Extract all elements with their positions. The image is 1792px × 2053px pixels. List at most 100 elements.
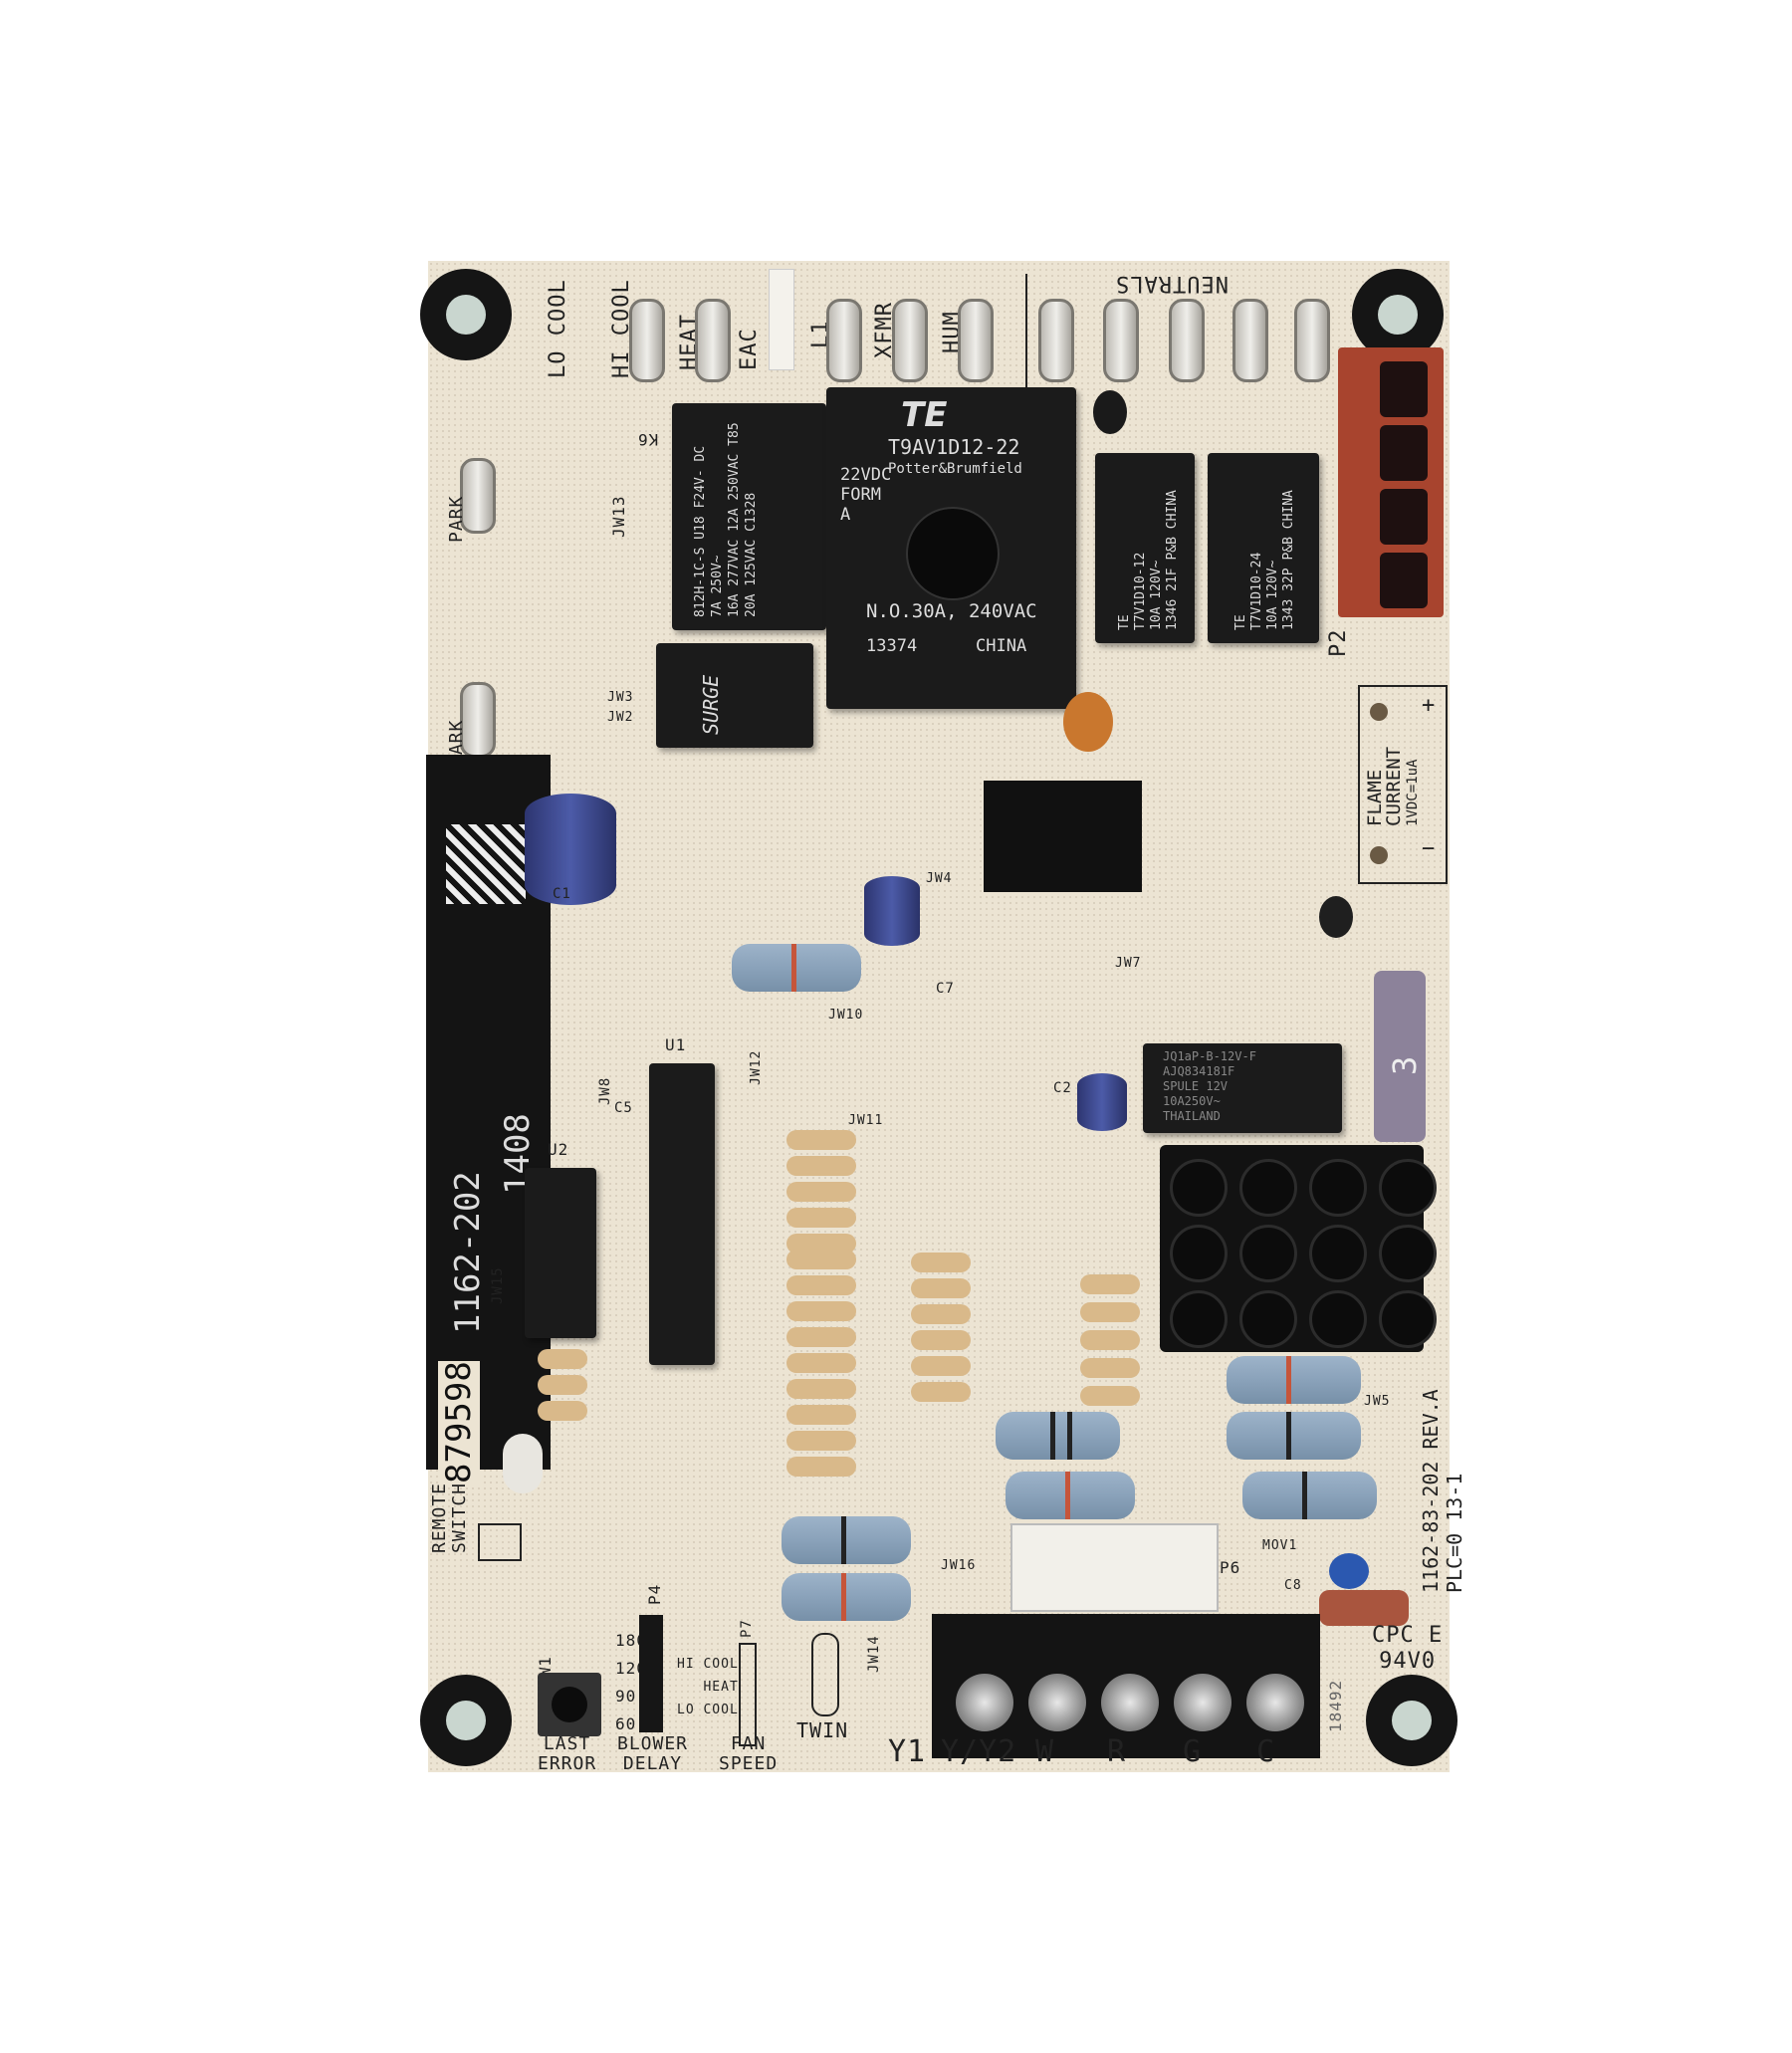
relay-form: FORM A xyxy=(840,485,881,525)
power-resistor xyxy=(782,1516,911,1564)
fan-speed-header[interactable] xyxy=(739,1643,757,1746)
ic-u1 xyxy=(649,1063,715,1365)
jumper-jw12: JW12 xyxy=(749,1049,764,1085)
power-resistor xyxy=(1006,1472,1135,1519)
fan-speed-option: HEAT xyxy=(703,1680,739,1695)
relay-marking: SPULE 12V xyxy=(1163,1079,1229,1093)
test-point-minus[interactable] xyxy=(1370,846,1388,864)
label-line: FAN xyxy=(730,1733,767,1754)
k6-label: K6 xyxy=(637,430,659,449)
terminal-label-eac: EAC xyxy=(737,328,762,370)
neutral-terminal[interactable] xyxy=(1232,299,1268,382)
mounting-hole-bottom-left xyxy=(420,1675,512,1766)
jumper-jw5: JW5 xyxy=(1364,1394,1391,1409)
relay-model: T9AV1D12-22 xyxy=(888,435,1020,459)
park-terminal[interactable] xyxy=(460,458,496,534)
resistor-array-2 xyxy=(765,1250,878,1483)
spade-terminal[interactable] xyxy=(695,299,731,382)
jumper-jw4: JW4 xyxy=(926,871,953,886)
te-logo: TE xyxy=(901,395,948,435)
fan-speed-option: LO COOL xyxy=(677,1703,739,1717)
relay-marking: 7A 250V~ xyxy=(710,555,725,617)
jumper-jw10: JW10 xyxy=(828,1008,864,1023)
connector-p2[interactable] xyxy=(1338,347,1444,617)
heatsink-chip xyxy=(984,781,1142,892)
surge-logo: SURGE xyxy=(699,674,723,735)
resistor-array-3 xyxy=(889,1253,993,1408)
label-line: SPEED xyxy=(719,1753,779,1774)
spade-terminal[interactable] xyxy=(892,299,928,382)
label-line: LAST xyxy=(543,1733,591,1754)
test-point-plus[interactable] xyxy=(1370,703,1388,721)
blower-delay-jumper[interactable] xyxy=(639,1615,663,1732)
p4-label: P4 xyxy=(645,1583,664,1605)
fan-speed-option: HI COOL xyxy=(677,1657,739,1672)
relay-coil: 22VDC xyxy=(840,465,892,485)
transistor xyxy=(1319,896,1353,938)
mounting-hole-top-left xyxy=(420,269,512,360)
u2-label: U2 xyxy=(548,1140,569,1159)
plus-label: + xyxy=(1422,693,1437,718)
part-number: 1162-202 xyxy=(448,1171,488,1334)
p2-label: P2 xyxy=(1326,628,1351,658)
capacitor-ceramic-blue xyxy=(1329,1553,1369,1589)
relay-marking: 20A 125VAC C1328 xyxy=(744,492,759,617)
terminal-screw-g[interactable] xyxy=(1174,1674,1232,1731)
spade-terminal[interactable] xyxy=(629,299,665,382)
relay-origin: CHINA xyxy=(976,636,1027,656)
terminal-screw-y[interactable] xyxy=(956,1674,1013,1731)
relay-brand: TE xyxy=(1233,614,1248,630)
neutrals-label: NEUTRALS xyxy=(1115,271,1229,296)
terminal-screw-c[interactable] xyxy=(1246,1674,1304,1731)
label-line: ERROR xyxy=(538,1753,597,1774)
fuse-rating: 3 xyxy=(1386,1055,1424,1075)
p6-label: P6 xyxy=(1220,1558,1241,1577)
power-resistor xyxy=(782,1573,911,1621)
relay-marking: 16A 277VAC 12A 250VAC T85 xyxy=(727,422,742,617)
mounting-hole-bottom-right xyxy=(1366,1675,1457,1766)
relay-marking: T7V1D10-24 xyxy=(1249,552,1264,630)
relay-marking: 10A 120V~ xyxy=(1149,560,1164,630)
neutral-terminal[interactable] xyxy=(1294,299,1330,382)
jumper-jw11: JW11 xyxy=(848,1113,884,1128)
c1-label: C1 xyxy=(553,886,571,902)
power-resistor xyxy=(1242,1472,1377,1519)
connector-p6[interactable] xyxy=(1010,1523,1219,1612)
mounting-hole-top-right xyxy=(1352,269,1444,360)
jumper-jw15: JW15 xyxy=(490,1266,506,1304)
relay-k6: 812H-1C-S U18 F24V- DC 7A 250V~ 16A 277V… xyxy=(672,403,826,630)
resistor-array-1 xyxy=(765,1130,878,1259)
blower-delay-label: BLOWER DELAY xyxy=(617,1734,688,1774)
neutral-terminal[interactable] xyxy=(1103,299,1139,382)
cert-block: CPC E 94V0 xyxy=(1372,1623,1443,1675)
terminal-screw-w[interactable] xyxy=(1028,1674,1086,1731)
neutral-terminal[interactable] xyxy=(1169,299,1205,382)
remote-switch-header[interactable] xyxy=(478,1523,522,1561)
spade-terminal[interactable] xyxy=(826,299,862,382)
neutral-terminal[interactable] xyxy=(1038,299,1074,382)
label-line: DELAY xyxy=(622,1753,683,1774)
connector-12-pin[interactable] xyxy=(1160,1145,1437,1352)
terminal-label-lo-cool: LO COOL xyxy=(546,279,570,378)
minus-label: − xyxy=(1422,836,1437,861)
surge-chip: SURGE xyxy=(656,643,813,748)
spade-terminal[interactable] xyxy=(958,299,994,382)
power-resistor xyxy=(732,944,861,992)
relay-code: 13374 xyxy=(866,636,918,656)
terminal-screw-r[interactable] xyxy=(1101,1674,1159,1731)
relay-marking: AJQ834181F xyxy=(1163,1064,1235,1078)
terminal-label-r: R xyxy=(1107,1734,1127,1769)
jumper-jw13: JW13 xyxy=(609,495,628,538)
relay-marking: 812H-1C-S U18 F24V- DC xyxy=(693,445,708,617)
last-error-button[interactable] xyxy=(538,1673,601,1736)
twin-connector[interactable] xyxy=(811,1633,839,1716)
relay-marking: T7V1D10-12 xyxy=(1133,552,1148,630)
relay-small-2: TE T7V1D10-24 10A 120V~ 1343 32P P&B CHI… xyxy=(1208,453,1319,643)
relay-rating: N.O.30A, 240VAC xyxy=(866,600,1037,622)
rev-label: 1162-83-202 REV.A xyxy=(1419,1389,1443,1593)
eac-standoff xyxy=(769,269,794,370)
flammability-label: 94V0 xyxy=(1379,1649,1437,1674)
date-code: 18492 xyxy=(1326,1679,1345,1732)
delay-option: 180 xyxy=(615,1631,647,1650)
fuse[interactable]: 3 xyxy=(1374,971,1426,1142)
